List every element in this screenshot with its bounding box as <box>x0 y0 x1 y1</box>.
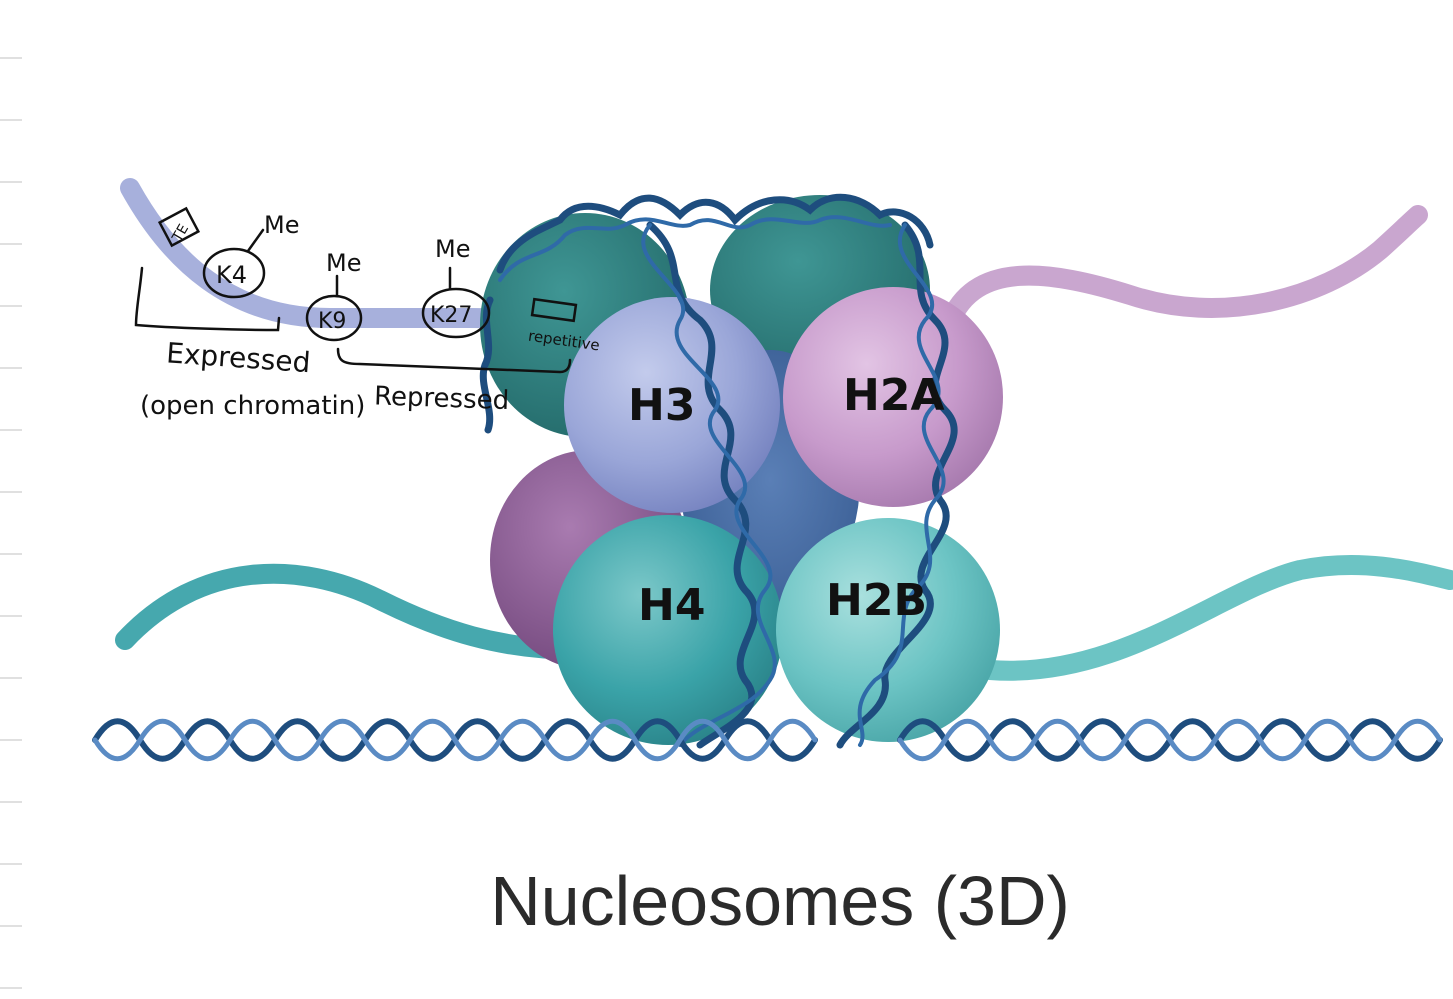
nucleosome-dna-wrap <box>479 193 958 749</box>
repetitive-box <box>530 297 578 323</box>
k4-circle <box>202 247 266 299</box>
k9-circle <box>305 294 363 342</box>
label-h2b: H2B <box>826 575 927 626</box>
diagram-title: Nucleosomes (3D) <box>490 862 1070 940</box>
k9-me-label: Me <box>326 249 361 277</box>
k9-label: K9 <box>318 309 346 334</box>
expressed-bracket <box>134 266 281 332</box>
k4-me-line <box>246 228 265 253</box>
histone-h2b <box>776 518 1000 742</box>
histone-h4 <box>553 515 783 745</box>
expressed-label: Expressed <box>165 336 311 379</box>
tail-pink <box>940 205 1428 332</box>
k27-label: K27 <box>430 303 472 328</box>
page-margin-ticks <box>0 57 22 989</box>
handwritten-annotations <box>134 206 578 374</box>
te-label: TE <box>169 222 192 246</box>
tail-teal-right <box>980 554 1453 681</box>
k27-me-label: Me <box>435 235 470 263</box>
tail-teal-left <box>115 563 590 660</box>
label-h2a: H2A <box>843 370 945 421</box>
label-h4: H4 <box>638 580 705 631</box>
te-box <box>157 206 201 248</box>
linker-dna <box>92 718 1443 762</box>
k27-circle <box>421 287 491 339</box>
repressed-label: Repressed <box>374 381 510 416</box>
k4-me-label: Me <box>264 211 299 239</box>
label-h3: H3 <box>628 380 695 431</box>
k4-label: K4 <box>216 261 247 289</box>
open-chromatin-label: (open chromatin) <box>140 391 365 421</box>
repressed-bracket <box>336 347 572 374</box>
